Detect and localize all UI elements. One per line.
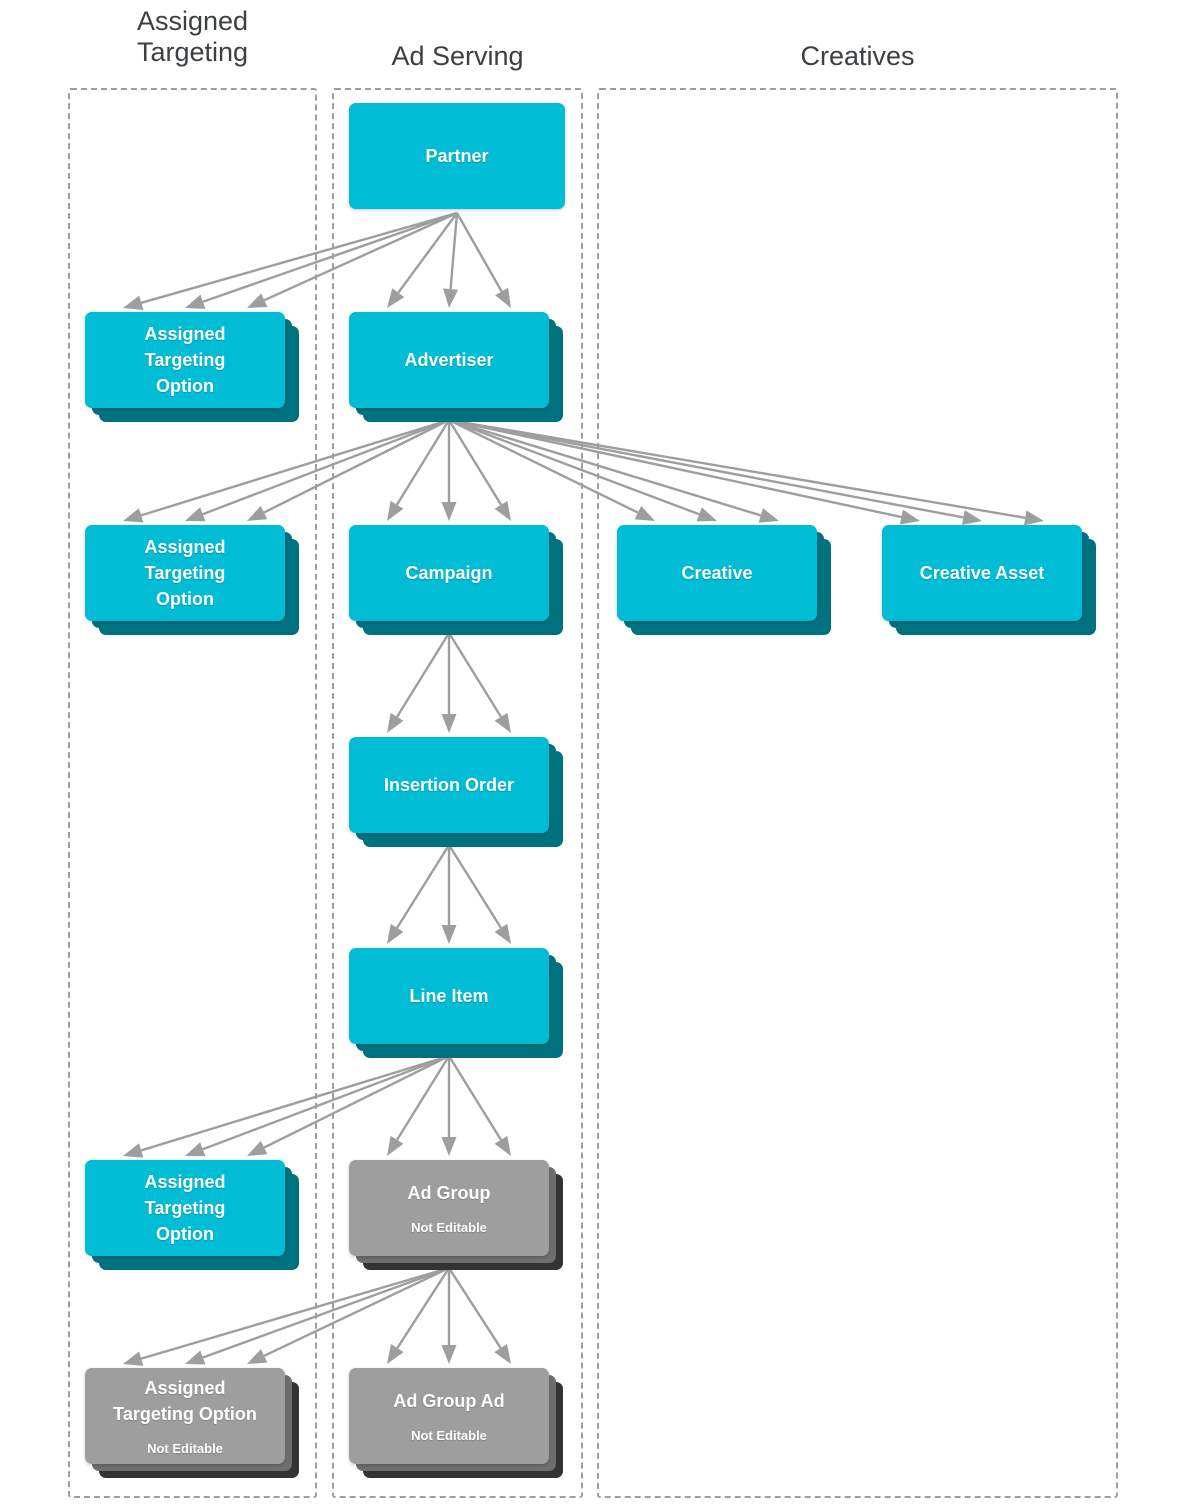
node-creative-asset[interactable]: Creative Asset xyxy=(882,525,1098,637)
node-advertiser[interactable]: Advertiser xyxy=(349,312,565,424)
node-label: Assigned Targeting Option xyxy=(144,1172,226,1244)
node-label: Line Item xyxy=(409,986,489,1006)
node-card[interactable]: Creative Asset xyxy=(882,525,1082,621)
node-card[interactable]: Ad Group Ad Not Editable xyxy=(349,1368,549,1464)
column-container-creatives xyxy=(597,88,1118,1498)
node-ad-group-ad[interactable]: Ad Group Ad Not Editable xyxy=(349,1368,565,1480)
node-card[interactable]: Insertion Order xyxy=(349,737,549,833)
node-creative[interactable]: Creative xyxy=(617,525,833,637)
node-insertion-order[interactable]: Insertion Order xyxy=(349,737,565,849)
node-label: Campaign xyxy=(405,563,493,583)
node-partner[interactable]: Partner xyxy=(349,103,581,225)
node-card[interactable]: Partner xyxy=(349,103,565,209)
node-card[interactable]: Assigned Targeting Option xyxy=(85,525,285,621)
node-status-badge: Not Editable xyxy=(411,1428,487,1443)
node-label: Partner xyxy=(425,146,489,166)
node-card[interactable]: Assigned Targeting Option xyxy=(85,1160,285,1256)
column-container-assigned-targeting xyxy=(68,88,317,1498)
node-ato-lineitem[interactable]: Assigned Targeting Option xyxy=(85,1160,301,1272)
node-card[interactable]: Line Item xyxy=(349,948,549,1044)
node-label: Ad Group Ad xyxy=(393,1391,505,1411)
node-label: Assigned Targeting Option xyxy=(144,537,226,609)
column-container-ad-serving xyxy=(332,88,583,1498)
node-line-item[interactable]: Line Item xyxy=(349,948,565,1060)
node-label: Assigned Targeting Option xyxy=(144,324,226,396)
node-label: Advertiser xyxy=(404,350,494,370)
node-card[interactable]: Advertiser xyxy=(349,312,549,408)
column-header-creatives: Creatives xyxy=(800,41,915,71)
node-card[interactable]: Campaign xyxy=(349,525,549,621)
node-label: Insertion Order xyxy=(383,775,515,795)
node-status-badge: Not Editable xyxy=(411,1220,487,1235)
column-header-assigned-targeting: Assigned Targeting xyxy=(136,6,249,67)
column-header-ad-serving: Ad Serving xyxy=(391,41,524,71)
node-label: Creative xyxy=(681,563,753,583)
node-campaign[interactable]: Campaign xyxy=(349,525,565,637)
node-card[interactable]: Creative xyxy=(617,525,817,621)
node-status-badge: Not Editable xyxy=(147,1441,223,1456)
node-ato-partner[interactable]: Assigned Targeting Option xyxy=(85,312,301,424)
node-card[interactable]: Assigned Targeting Option xyxy=(85,312,285,408)
node-label: Assigned Targeting Option xyxy=(113,1378,257,1424)
node-label: Ad Group xyxy=(407,1183,491,1203)
node-label: Creative Asset xyxy=(919,563,1045,583)
node-ato-advertiser[interactable]: Assigned Targeting Option xyxy=(85,525,301,637)
